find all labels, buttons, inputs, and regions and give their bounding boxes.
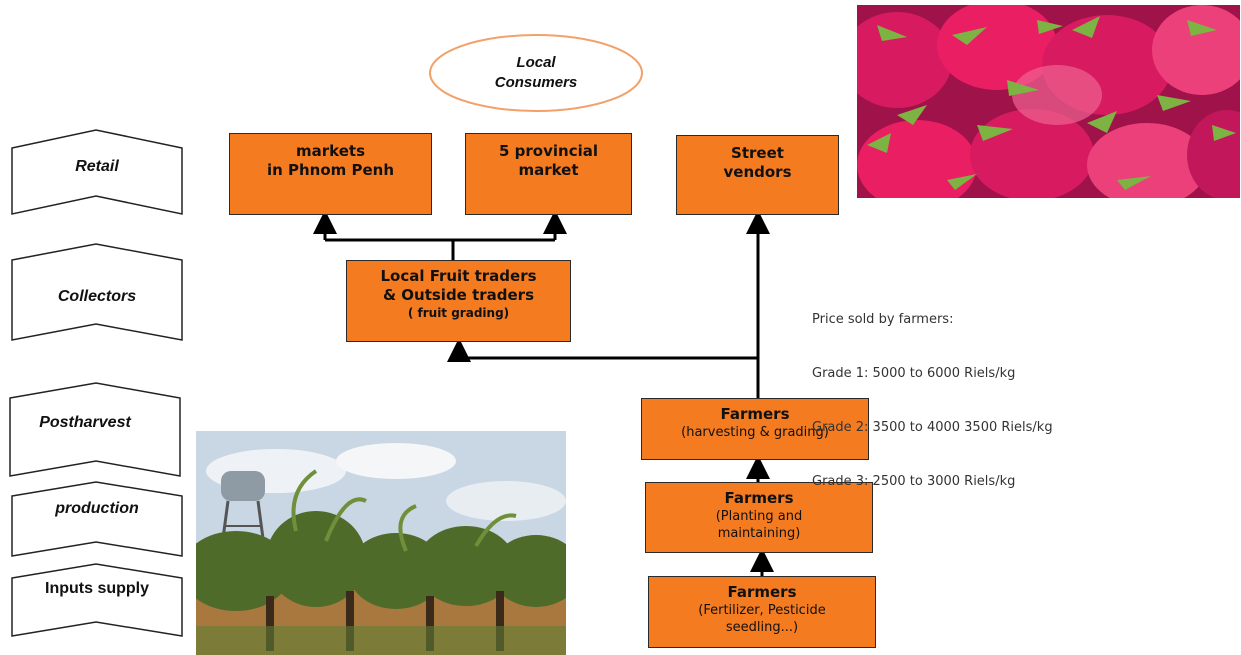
- box-farmers-inputs: Farmers (Fertilizer, Pesticide seedling.…: [648, 576, 876, 648]
- box-provincial-line2: market: [518, 161, 579, 179]
- box-harvest-title: Farmers: [720, 405, 790, 423]
- consumers-label: Local Consumers: [436, 45, 636, 101]
- box-phnom-penh-line2: in Phnom Penh: [266, 161, 395, 179]
- box-inputs-sub1: (Fertilizer, Pesticide: [698, 603, 826, 618]
- box-street-line1: Street: [731, 144, 784, 162]
- stage-chevron-production: [11, 481, 183, 557]
- stage-label-production: production: [55, 500, 139, 517]
- stage-label-inputs: Inputs supply: [45, 580, 149, 597]
- box-fruit-traders: Local Fruit traders & Outside traders ( …: [346, 260, 571, 342]
- price-grade1: Grade 1: 5000 to 6000 Riels/kg: [812, 366, 1016, 381]
- plantation-foliage: [196, 511, 566, 611]
- price-heading: Price sold by farmers:: [812, 312, 954, 327]
- stage-chevron-collectors: [11, 243, 183, 341]
- consumers-line1: Local: [516, 54, 556, 71]
- box-traders-line2: & Outside traders: [382, 286, 535, 304]
- consumers-line2: Consumers: [494, 74, 578, 91]
- box-street-line2: vendors: [723, 163, 792, 181]
- price-grade3: Grade 3: 2500 to 3000 Riels/kg: [812, 474, 1016, 489]
- box-provincial-line1: 5 provincial: [499, 142, 598, 160]
- dragon-fruit-pile-photo: [857, 5, 1240, 198]
- stage-chevron-retail: [11, 129, 183, 215]
- box-traders-line1: Local Fruit traders: [380, 267, 537, 285]
- stage-label-postharvest: Postharvest: [39, 414, 131, 431]
- box-provincial-market: 5 provincial market: [465, 133, 632, 215]
- price-grade2: Grade 2: 3500 to 4000 3500 Riels/kg: [812, 420, 1053, 435]
- box-traders-line3: ( fruit grading): [407, 306, 510, 320]
- price-info: Price sold by farmers: Grade 1: 5000 to …: [812, 275, 1053, 527]
- stage-chevron-postharvest: [9, 382, 181, 477]
- stage-chevron-inputs: [11, 563, 183, 637]
- box-farmers-harvesting: Farmers (harvesting & grading): [641, 398, 869, 460]
- box-farmers-planting: Farmers (Planting and maintaining): [645, 482, 873, 553]
- box-phnom-penh-line1: markets: [296, 142, 365, 160]
- box-inputs-sub2: seedling...): [725, 620, 799, 635]
- box-planting-title: Farmers: [724, 489, 794, 507]
- box-harvest-sub: (harvesting & grading): [681, 425, 829, 440]
- stage-chevrons: [9, 129, 183, 637]
- dragon-fruit-scales: [867, 16, 1236, 190]
- box-planting-sub1: (Planting and: [715, 509, 803, 524]
- stage-label-collectors: Collectors: [57, 288, 137, 305]
- box-planting-sub2: maintaining): [717, 526, 801, 541]
- box-street-vendors: Street vendors: [676, 135, 839, 215]
- box-inputs-title: Farmers: [727, 583, 797, 601]
- box-markets-phnom-penh: markets in Phnom Penh: [229, 133, 432, 215]
- stage-label-retail: Retail: [75, 158, 119, 175]
- dragon-fruit-plantation-photo: [196, 431, 566, 655]
